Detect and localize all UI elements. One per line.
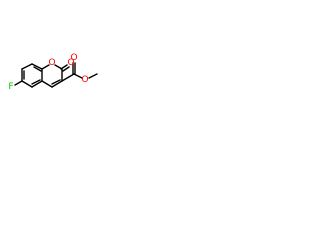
ester-carbonyl-oxygen-atom: O (70, 53, 77, 63)
bond (31, 79, 41, 85)
fluorine-atom: F (8, 82, 13, 92)
atom-labels: F O O O O (8, 53, 88, 92)
chemical-structure: F O O O O (8, 53, 98, 92)
bond (41, 80, 53, 88)
bond (21, 80, 33, 88)
bond (62, 66, 70, 72)
bond (41, 64, 50, 70)
bond (14, 80, 23, 86)
ring-oxygen-atom: O (48, 58, 55, 68)
bond (33, 66, 42, 72)
bond (31, 80, 43, 88)
bond (51, 79, 61, 85)
ester-oxygen-atom: O (81, 75, 88, 85)
bond (31, 63, 43, 70)
bonds (14, 62, 98, 88)
bond (61, 73, 75, 82)
bond (88, 73, 98, 79)
bond (73, 73, 83, 79)
bond (51, 80, 63, 88)
bond (21, 63, 33, 70)
bond (60, 64, 68, 70)
lactone-carbonyl-oxygen-atom: O (67, 58, 74, 68)
